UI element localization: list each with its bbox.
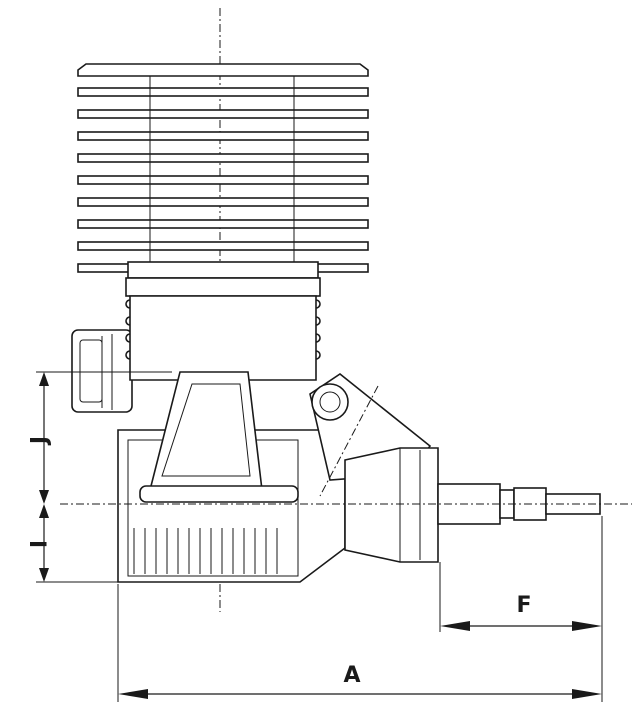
cylinder-block [125,277,321,381]
dimension-i: I [28,504,53,582]
front-housing [344,447,439,563]
dimension-label-j: J [28,436,53,446]
dimension-j: J [28,372,53,504]
head-fin [77,197,369,207]
cylinder-head [77,63,369,279]
dimension-f: F [440,593,602,631]
head-fin [77,131,369,141]
head-fin [77,87,369,97]
dimension-label-f: F [516,593,531,618]
head-fin [77,241,369,251]
dimension-a: A [118,663,602,699]
head-fin [77,219,369,229]
exhaust-port [139,371,299,503]
carburetor [71,329,133,413]
dimension-label-i: I [28,540,53,548]
dimension-label-a: A [343,663,360,688]
head-fin [77,109,369,119]
head-fin [77,153,369,163]
head-fin [77,175,369,185]
